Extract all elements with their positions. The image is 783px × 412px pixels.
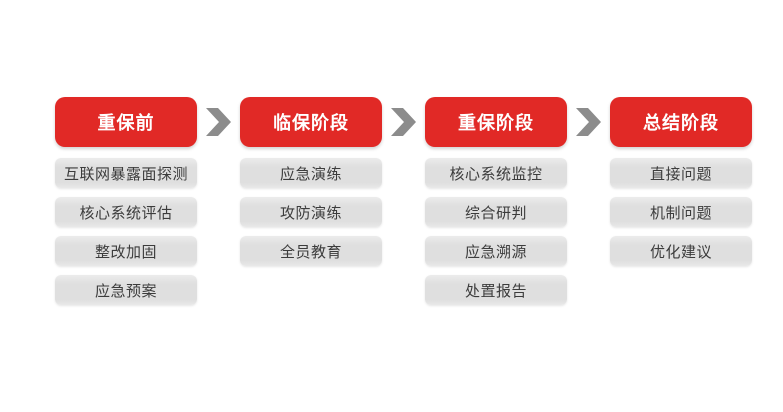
- stage-column-2: 临保阶段 应急演练 攻防演练 全员教育: [240, 97, 382, 266]
- chevron-right-icon: [391, 108, 416, 136]
- stage-item: 整改加固: [55, 236, 197, 266]
- stage-title: 重保前: [97, 113, 155, 133]
- stage-column-3: 重保阶段 核心系统监控 综合研判 应急溯源 处置报告: [425, 97, 567, 305]
- stage-item: 应急演练: [240, 158, 382, 188]
- stage-item: 攻防演练: [240, 197, 382, 227]
- stage-column-4: 总结阶段 直接问题 机制问题 优化建议: [610, 97, 752, 266]
- stage-item: 综合研判: [425, 197, 567, 227]
- stage-item: 应急溯源: [425, 236, 567, 266]
- stage-item: 直接问题: [610, 158, 752, 188]
- stage-item: 全员教育: [240, 236, 382, 266]
- stage-header: 重保前: [55, 97, 197, 147]
- arrow-cell: [382, 108, 425, 136]
- arrow-cell: [567, 108, 610, 136]
- stage-item: 核心系统评估: [55, 197, 197, 227]
- stage-title: 重保阶段: [458, 113, 534, 133]
- stage-item: 机制问题: [610, 197, 752, 227]
- stage-header: 临保阶段: [240, 97, 382, 147]
- stage-title: 总结阶段: [643, 113, 719, 133]
- stage-title: 临保阶段: [273, 113, 349, 133]
- stage-item: 核心系统监控: [425, 158, 567, 188]
- stage-header: 总结阶段: [610, 97, 752, 147]
- stage-item: 处置报告: [425, 275, 567, 305]
- stage-header: 重保阶段: [425, 97, 567, 147]
- arrow-cell: [197, 108, 240, 136]
- flowchart: 重保前 互联网暴露面探测 核心系统评估 整改加固 应急预案 临保阶段 应急演练 …: [55, 97, 752, 305]
- stage-column-1: 重保前 互联网暴露面探测 核心系统评估 整改加固 应急预案: [55, 97, 197, 305]
- stage-item: 优化建议: [610, 236, 752, 266]
- stage-item: 应急预案: [55, 275, 197, 305]
- stage-item: 互联网暴露面探测: [55, 158, 197, 188]
- chevron-right-icon: [576, 108, 601, 136]
- chevron-right-icon: [206, 108, 231, 136]
